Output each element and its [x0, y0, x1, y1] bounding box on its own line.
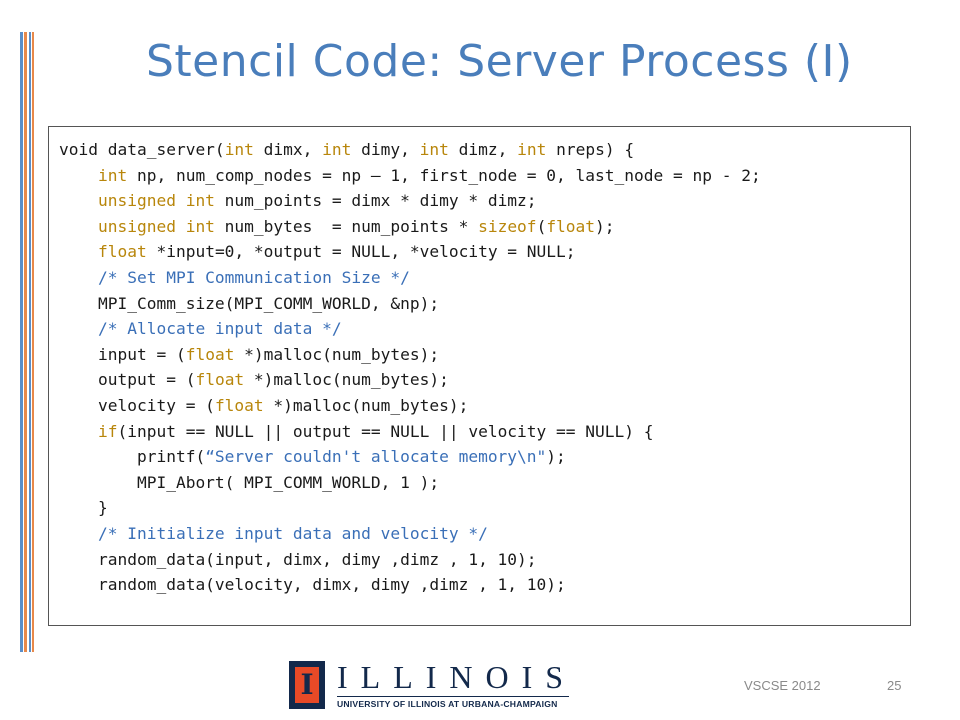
code-token — [59, 166, 98, 185]
code-token: unsigned int — [97, 216, 215, 236]
code-block: void data_server(int dimx, int dimy, int… — [48, 126, 911, 626]
code-token: float — [185, 344, 235, 364]
code-line: printf(“Server couldn't allocate memory\… — [59, 444, 910, 470]
code-token: dimx, — [253, 140, 323, 159]
code-line: } — [59, 495, 910, 521]
code-token: /* Set MPI Communication Size */ — [97, 267, 410, 287]
code-token: “Server couldn't allocate memory\n" — [205, 447, 547, 467]
code-token — [59, 319, 98, 338]
block-i-letter: I — [300, 668, 314, 701]
code-line: output = (float *)malloc(num_bytes); — [59, 367, 910, 393]
code-token: dimy, — [351, 140, 420, 159]
code-line: unsigned int num_points = dimx * dimy * … — [59, 188, 910, 214]
code-token: ( — [536, 216, 547, 236]
code-token — [59, 242, 98, 261]
code-line: if(input == NULL || output == NULL || ve… — [59, 419, 910, 445]
code-lines: void data_server(int dimx, int dimy, int… — [59, 137, 910, 598]
code-line: input = (float *)malloc(num_bytes); — [59, 342, 910, 368]
code-line: void data_server(int dimx, int dimy, int… — [59, 137, 910, 163]
code-line: unsigned int num_bytes = num_points * si… — [59, 214, 910, 240]
code-token: nreps) { — [546, 140, 635, 159]
code-token: printf( — [59, 447, 206, 467]
code-token: sizeof — [478, 216, 537, 236]
code-line: /* Allocate input data */ — [59, 316, 910, 342]
footer-event: VSCSE 2012 — [744, 678, 821, 693]
code-token: ); — [595, 216, 615, 236]
slide-number: 25 — [887, 678, 902, 693]
accent-bar-orange-thin — [32, 32, 34, 652]
accent-bar-orange — [24, 32, 27, 652]
code-line: MPI_Abort( MPI_COMM_WORLD, 1 ); — [59, 470, 910, 496]
logo-subtitle: UNIVERSITY OF ILLINOIS AT URBANA-CHAMPAI… — [337, 699, 558, 709]
code-token: num_points = dimx * dimy * dimz; — [214, 191, 537, 211]
code-token: num_bytes = num_points * — [214, 216, 479, 236]
code-token: velocity = ( — [59, 395, 215, 415]
code-token: int — [322, 140, 352, 159]
code-token — [59, 422, 98, 441]
code-token: (input == NULL || output == NULL || velo… — [117, 421, 654, 441]
code-token: *input=0, *output = NULL, *velocity = NU… — [146, 242, 576, 262]
code-token: np, num_comp_nodes = np – 1, first_node … — [127, 165, 761, 185]
code-line: random_data(velocity, dimx, dimy ,dimz ,… — [59, 572, 910, 598]
code-token: if — [97, 421, 118, 441]
code-line: int np, num_comp_nodes = np – 1, first_n… — [59, 163, 910, 189]
code-token: /* Initialize input data and velocity */ — [97, 523, 488, 543]
code-token: *)malloc(num_bytes); — [234, 344, 440, 364]
code-token: void — [59, 140, 98, 159]
code-line: velocity = (float *)malloc(num_bytes); — [59, 393, 910, 419]
code-token: ); — [546, 447, 566, 467]
code-token: random_data(velocity, dimx, dimy ,dimz ,… — [59, 575, 566, 595]
code-token: int — [517, 140, 547, 159]
university-logo: I ILLINOIS UNIVERSITY OF ILLINOIS AT URB… — [289, 661, 589, 709]
code-token: /* Allocate input data */ — [97, 319, 342, 339]
code-token: *)malloc(num_bytes); — [244, 370, 449, 390]
code-token: random_data(input, dimx, dimy ,dimz , 1,… — [59, 549, 537, 569]
code-token: int — [97, 165, 128, 185]
code-token: float — [546, 216, 596, 236]
block-i-logo-inner: I — [295, 667, 319, 703]
code-token — [59, 268, 98, 287]
accent-bar-blue — [20, 32, 23, 652]
accent-bar-blue-thin — [29, 32, 31, 652]
code-line: random_data(input, dimx, dimy ,dimz , 1,… — [59, 547, 910, 573]
code-line: float *input=0, *output = NULL, *velocit… — [59, 239, 910, 265]
code-token: int — [224, 140, 254, 159]
code-token — [59, 191, 98, 210]
code-token: input = ( — [59, 344, 186, 364]
code-token: int — [419, 140, 449, 159]
code-token: MPI_Comm_size(MPI_COMM_WORLD, &np); — [59, 293, 440, 313]
code-token: float — [195, 370, 245, 390]
code-token: data_server( — [97, 140, 225, 159]
block-i-logo-icon: I — [289, 661, 325, 709]
code-line: /* Set MPI Communication Size */ — [59, 265, 910, 291]
code-line: MPI_Comm_size(MPI_COMM_WORLD, &np); — [59, 291, 910, 317]
code-token — [59, 217, 98, 236]
logo-wordmark: ILLINOIS — [337, 659, 577, 695]
code-token: *)malloc(num_bytes); — [263, 395, 469, 415]
code-token: float — [214, 395, 264, 415]
logo-divider — [337, 696, 569, 697]
code-token: MPI_Abort( MPI_COMM_WORLD, 1 ); — [59, 472, 440, 492]
code-token: unsigned int — [97, 191, 215, 211]
code-token: } — [59, 498, 108, 518]
code-token: float — [97, 242, 147, 262]
code-token: output = ( — [59, 370, 196, 390]
code-token: dimz, — [448, 140, 518, 159]
slide-title: Stencil Code: Server Process (I) — [146, 36, 853, 87]
code-token — [59, 524, 98, 543]
code-line: /* Initialize input data and velocity */ — [59, 521, 910, 547]
